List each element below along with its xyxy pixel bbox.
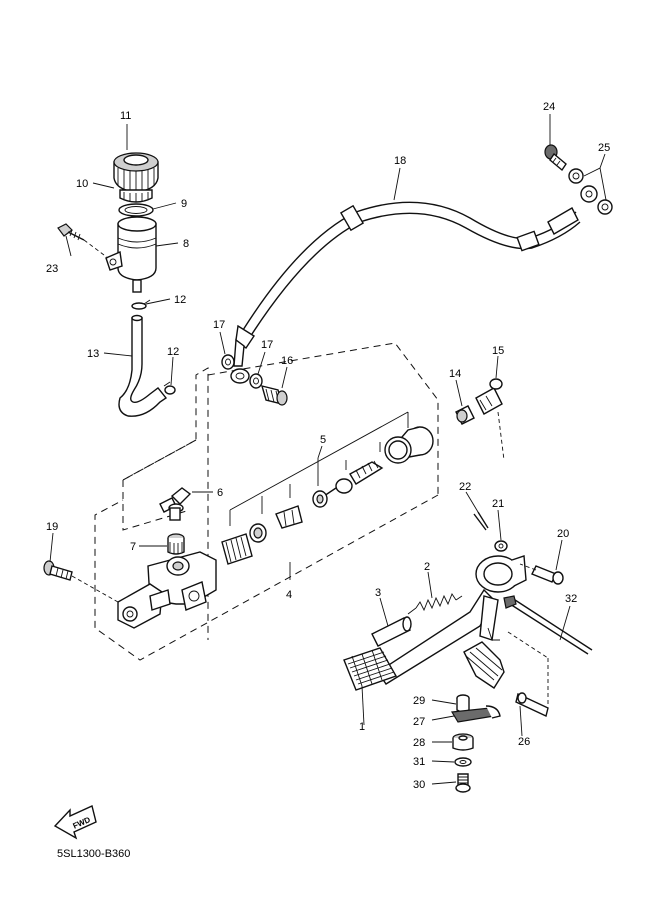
callout-18: 18 (394, 155, 406, 167)
washer-21-part (494, 540, 508, 552)
callout-24: 24 (543, 101, 555, 113)
rod-end-15-part (475, 378, 505, 461)
brake-pedal-part (343, 555, 527, 691)
master-cylinder-body-part (117, 551, 217, 629)
callout-26: 26 (518, 736, 530, 748)
callout-8: 8 (183, 238, 189, 250)
callout-4: 4 (286, 589, 292, 601)
pin-20-part (519, 563, 564, 585)
callout-6: 6 (217, 487, 223, 499)
reservoir-diaphragm-part (119, 189, 153, 203)
callout-5: 5 (320, 434, 326, 446)
hose-clip-upper-part (131, 299, 151, 310)
callout-12-upper: 12 (174, 294, 186, 306)
union-bolt-part (260, 385, 288, 406)
reservoir-bolt-part (57, 223, 109, 259)
callout-25: 25 (598, 142, 610, 154)
washer-31-part (454, 757, 472, 767)
reservoir-tank-part (105, 216, 157, 293)
master-cylinder-assembly-boundary (94, 342, 439, 661)
nut-14-part (455, 405, 475, 425)
callout-2: 2 (424, 561, 430, 573)
gasket-17-left-part (221, 354, 235, 370)
callout-21: 21 (492, 498, 504, 510)
gasket-25-part (568, 168, 613, 215)
callout-9: 9 (181, 198, 187, 210)
callout-10: 10 (76, 178, 88, 190)
leader-lines (49, 114, 607, 785)
cylinder-cap-part (167, 533, 185, 555)
forward-arrow-icon: FWD (53, 805, 97, 840)
mount-bolt-19-part (43, 560, 119, 603)
reservoir-cap-part (113, 152, 159, 193)
callout-22: 22 (459, 481, 471, 493)
collar-29-part (456, 694, 470, 713)
gasket-17-right-part (249, 373, 263, 389)
hose-joint-part (159, 487, 192, 521)
kit-bracket-lines (229, 411, 409, 526)
callout-27: 27 (413, 716, 425, 728)
hose-clip-lower-part (163, 381, 176, 395)
callout-28: 28 (413, 737, 425, 749)
callout-30: 30 (413, 779, 425, 791)
diagram-code: 5SL1300-B360 (57, 848, 130, 860)
bolt-30-part (455, 773, 471, 793)
callout-14: 14 (449, 368, 461, 380)
callout-31: 31 (413, 756, 425, 768)
callout-7: 7 (130, 541, 136, 553)
reservoir-plate-part (118, 203, 154, 217)
cylinder-kit-part (221, 426, 434, 565)
clevis-26-part (463, 627, 549, 717)
bolt-24-part (544, 144, 567, 172)
damper-28-part (452, 733, 474, 751)
callout-17-right: 17 (261, 339, 273, 351)
callout-20: 20 (557, 528, 569, 540)
callout-16: 16 (281, 355, 293, 367)
callout-23: 23 (46, 263, 58, 275)
callout-29: 29 (413, 695, 425, 707)
callout-17-left: 17 (213, 319, 225, 331)
rod-32-part (503, 595, 593, 655)
return-spring-2-part (407, 593, 463, 615)
callout-numbers: 1 2 3 4 5 6 7 8 9 10 11 12 12 13 14 15 1… (46, 101, 610, 791)
callout-3: 3 (375, 587, 381, 599)
reservoir-hose-part (118, 314, 168, 417)
plate-27-part (451, 705, 501, 723)
cotter-pin-22-part (473, 511, 489, 531)
callout-12-lower: 12 (167, 346, 179, 358)
callout-19: 19 (46, 521, 58, 533)
callout-13: 13 (87, 348, 99, 360)
callout-15: 15 (492, 345, 504, 357)
callout-32: 32 (565, 593, 577, 605)
bushing-3-part (371, 616, 412, 647)
callout-11: 11 (120, 110, 131, 122)
callout-1: 1 (359, 721, 365, 733)
brake-hose-part (230, 185, 598, 384)
